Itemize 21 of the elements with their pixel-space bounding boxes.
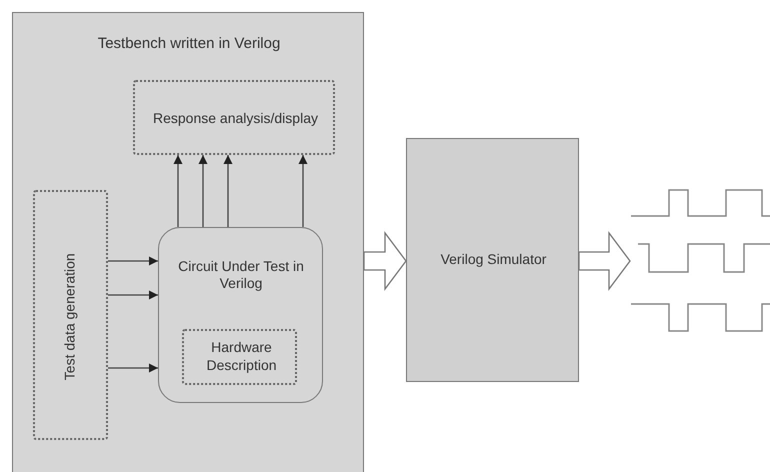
- dashed-box: [32, 190, 108, 440]
- arrow: [223, 155, 233, 227]
- process-box: [406, 138, 579, 382]
- dashed-box: [182, 329, 297, 385]
- box-label: Verilog Simulator: [440, 251, 548, 268]
- box-label: Circuit Under Test in Verilog: [177, 258, 305, 292]
- rounded-box: [158, 226, 322, 402]
- panel-title: Testbench written in Verilog: [96, 35, 282, 54]
- arrow: [298, 155, 308, 227]
- testbench-panel: [12, 12, 364, 472]
- arrow: [198, 155, 208, 227]
- block-arrow: [578, 231, 631, 291]
- box-label: Test data generation: [61, 252, 78, 382]
- block-arrow: [363, 231, 407, 291]
- dashed-box: [132, 80, 334, 154]
- arrow: [108, 363, 158, 373]
- box-label: Hardware Description: [205, 339, 278, 374]
- box-label: Response analysis/display: [152, 110, 319, 127]
- arrow: [108, 290, 158, 300]
- arrow: [173, 155, 183, 227]
- arrow: [108, 256, 158, 266]
